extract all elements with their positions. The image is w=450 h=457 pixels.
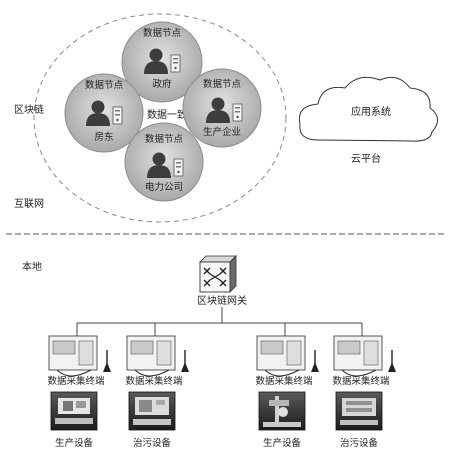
blockchain-label: 区块链 xyxy=(14,103,44,116)
equipment-label: 治污设备 xyxy=(340,437,379,449)
antenna-icon xyxy=(103,350,111,372)
equipment-label: 治污设备 xyxy=(133,437,172,449)
local-label: 本地 xyxy=(22,260,42,273)
internet-zone: 区块链 数据一致 互联网 数据节点 政府 数据节点 xyxy=(14,13,287,223)
data-node-landlord: 数据节点 房东 xyxy=(64,73,144,153)
server-icon xyxy=(170,54,181,73)
user-icon xyxy=(206,97,230,123)
antenna-icon xyxy=(311,350,319,372)
user-icon xyxy=(144,48,168,74)
data-node-government: 数据节点 政府 xyxy=(121,21,203,103)
gateway-label: 区块链网关 xyxy=(197,294,247,307)
antenna-icon xyxy=(181,350,189,372)
terminal-label: 数据采集终端 xyxy=(255,375,313,387)
equipment-image xyxy=(50,391,98,431)
equipment-image xyxy=(128,391,176,431)
connection-lines xyxy=(76,307,363,336)
node-title: 数据节点 xyxy=(145,133,184,145)
server-icon xyxy=(112,106,123,125)
node-title: 数据节点 xyxy=(143,27,182,39)
equipment-image xyxy=(258,391,306,431)
cloud-platform-label: 云平台 xyxy=(351,152,381,165)
node-circle xyxy=(121,21,203,103)
terminal-label: 数据采集终端 xyxy=(125,375,183,387)
consensus-label: 数据一致 xyxy=(147,108,187,121)
server-icon xyxy=(232,103,243,122)
terminal-label: 数据采集终端 xyxy=(47,375,105,387)
node-name: 电力公司 xyxy=(145,181,183,193)
data-node-power-company: 数据节点 电力公司 xyxy=(124,122,204,202)
gateway-router-icon xyxy=(199,255,237,293)
blockchain-dashed-boundary xyxy=(33,13,287,223)
internet-label: 互联网 xyxy=(14,198,44,210)
blockchain-gateway: 区块链网关 xyxy=(197,255,247,307)
terminal-label: 数据采集终端 xyxy=(332,375,390,387)
data-terminal-device xyxy=(48,335,98,377)
cloud-icon xyxy=(298,76,438,142)
node-title: 数据节点 xyxy=(85,79,124,91)
data-terminal-device xyxy=(333,335,383,377)
node-circle xyxy=(64,73,144,153)
terminal-unit-4: 数据采集终端 治污设备 xyxy=(332,335,396,449)
equipment-label: 生产设备 xyxy=(55,437,94,449)
equipment-image xyxy=(335,391,383,431)
antenna-icon xyxy=(388,350,396,372)
terminal-unit-1: 数据采集终端 生产设备 xyxy=(47,335,111,449)
node-title: 数据节点 xyxy=(203,78,242,90)
application-system-label: 应用系统 xyxy=(351,105,391,118)
terminal-unit-2: 数据采集终端 治污设备 xyxy=(125,335,189,449)
cloud-platform: 应用系统 云平台 xyxy=(298,76,438,165)
equipment-label: 生产设备 xyxy=(263,437,302,449)
data-terminal-device xyxy=(126,335,176,377)
node-name: 房东 xyxy=(94,131,113,143)
node-name: 生产企业 xyxy=(203,126,241,138)
data-terminal-device xyxy=(256,335,306,377)
node-name: 政府 xyxy=(152,78,172,90)
terminal-unit-3: 数据采集终端 生产设备 xyxy=(255,335,319,449)
server-icon xyxy=(173,158,184,177)
user-icon xyxy=(86,100,110,126)
user-icon xyxy=(147,152,171,178)
data-node-manufacturer: 数据节点 生产企业 xyxy=(182,68,262,148)
